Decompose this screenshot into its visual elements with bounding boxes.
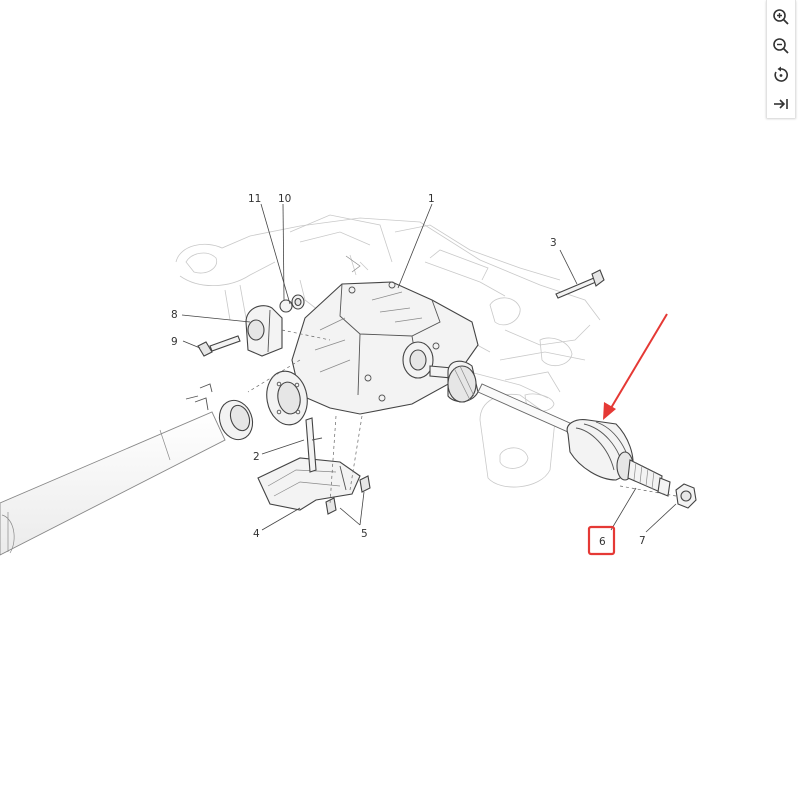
drive-shaft-bar	[477, 383, 573, 433]
leader-lines	[181, 203, 677, 533]
callout-2: 2	[253, 451, 260, 463]
callout-3: 3	[550, 237, 557, 249]
callout-8: 8	[171, 309, 178, 321]
washer-nut	[279, 294, 305, 313]
callout-7: 7	[639, 535, 646, 547]
propeller-shaft	[0, 383, 254, 556]
bolts-5	[325, 475, 371, 515]
zoom-in-icon	[773, 9, 789, 25]
callout-9: 9	[171, 336, 178, 348]
callout-4: 4	[253, 528, 260, 540]
rear-differential	[266, 255, 479, 426]
subframe-outline	[175, 214, 601, 488]
bolt-3	[555, 269, 605, 299]
zoom-out-icon	[773, 38, 789, 54]
mount-bushing	[245, 305, 283, 357]
callout-11: 11	[248, 193, 261, 205]
red-pointer-arrow	[603, 313, 668, 420]
next-button[interactable]	[767, 90, 795, 118]
bolt-9	[197, 335, 241, 357]
viewer-toolbar	[766, 0, 796, 118]
drive-shaft-outer-joint	[566, 419, 671, 497]
callout-6: 6	[599, 536, 606, 548]
callout-5: 5	[361, 528, 368, 540]
bracket-2	[305, 417, 323, 473]
alignment-lines	[247, 329, 677, 505]
zoom-in-button[interactable]	[767, 3, 795, 31]
callout-10: 10	[278, 193, 291, 205]
hub-nut	[675, 483, 697, 509]
rotate-reset-icon	[774, 66, 788, 82]
callout-1: 1	[428, 193, 435, 205]
arrow-to-right-icon	[774, 99, 788, 109]
reset-view-button[interactable]	[767, 61, 795, 89]
zoom-out-button[interactable]	[767, 32, 795, 60]
callout-6-highlight-box	[587, 525, 616, 556]
